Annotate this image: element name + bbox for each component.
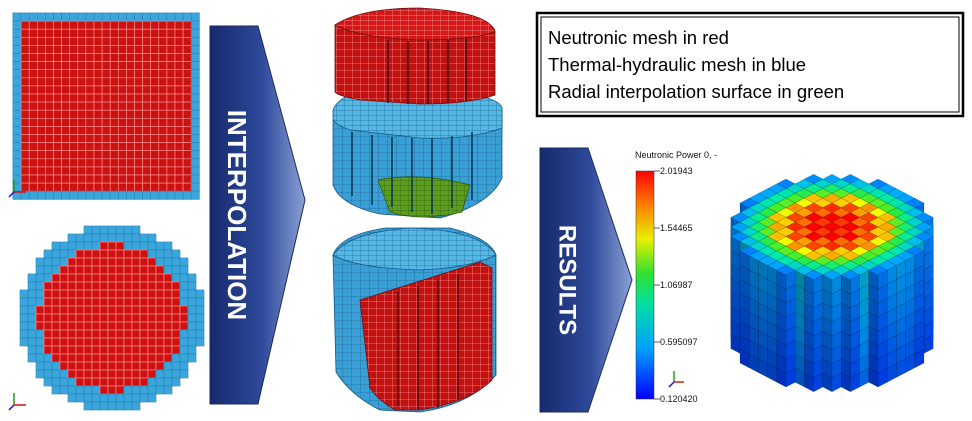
legend-box: Neutronic mesh in red Thermal-hydraulic …	[535, 11, 965, 118]
colorbar-tick-label: 1.06987	[660, 280, 693, 290]
results-label: RESULTS	[554, 225, 581, 335]
circular-mesh-view	[19, 225, 205, 411]
interpolation-label: INTERPOLATION	[222, 110, 252, 320]
axis-triad-icon	[8, 180, 26, 198]
colorbar-ticks: 2.01943 1.54465 1.06987 0.595097 0.120420	[654, 166, 698, 404]
colorbar-title: Neutronic Power 0, -	[635, 150, 717, 160]
colorbar: Neutronic Power 0, - 2.01943 1.54465 1.069…	[635, 150, 717, 404]
square-mesh-view	[12, 12, 200, 200]
colorbar-tick-label: 2.01943	[660, 166, 693, 176]
colorbar-tick-label: 0.120420	[660, 394, 698, 404]
power-distribution-result	[730, 173, 934, 393]
cylinder-mesh-cutaway	[332, 227, 497, 413]
interpolation-arrow: INTERPOLATION	[209, 25, 306, 405]
cylinder-mesh-split	[332, 7, 503, 219]
legend-line-neutronic: Neutronic mesh in red	[548, 27, 729, 48]
legend-line-interpolation: Radial interpolation surface in green	[548, 81, 844, 102]
results-arrow: RESULTS	[539, 147, 633, 413]
colorbar-tick-label: 1.54465	[660, 223, 693, 233]
axis-triad-icon	[668, 371, 684, 388]
colorbar-tick-label: 0.595097	[660, 337, 698, 347]
axis-triad-icon	[8, 393, 26, 411]
legend-line-thermal: Thermal-hydraulic mesh in blue	[548, 54, 806, 75]
